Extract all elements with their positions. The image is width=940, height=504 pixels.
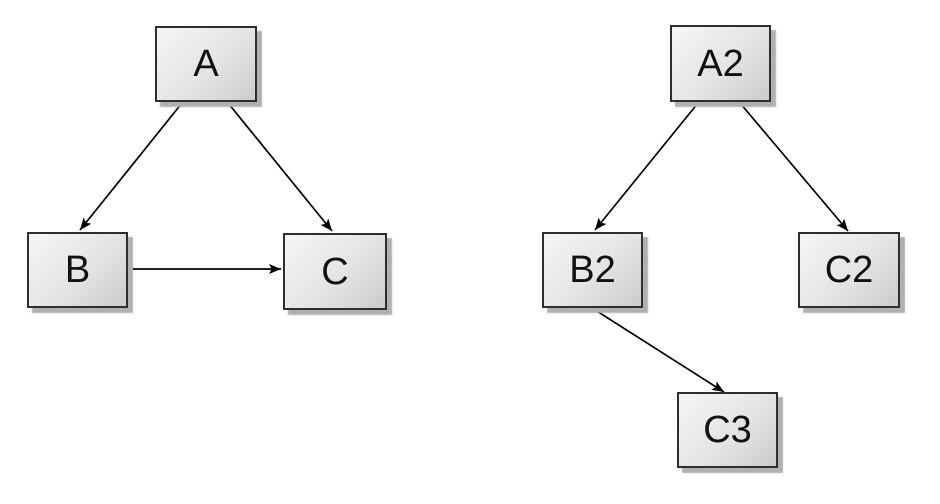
node-C3[interactable]: C3 [677,392,778,468]
edge-A-C[interactable] [227,102,333,232]
node-B-label: B [64,249,91,291]
node-C-label: C [321,250,349,293]
node-A[interactable]: A [155,26,257,102]
node-C3-label: C3 [703,409,752,451]
node-A2-label: A2 [697,42,744,85]
node-C2[interactable]: C2 [798,232,900,308]
edge-B2-C3[interactable] [591,307,725,393]
edge-A2-B2[interactable] [594,102,699,231]
node-A2[interactable]: A2 [670,25,771,102]
node-C[interactable]: C [283,233,387,310]
node-B2-label: B2 [569,249,616,291]
node-A-label: A [193,43,219,85]
node-B[interactable]: B [27,232,128,308]
node-C2-label: C2 [824,249,874,291]
node-B2[interactable]: B2 [542,232,643,308]
edge-A2-C2[interactable] [739,102,849,232]
edge-A-B[interactable] [79,102,183,231]
